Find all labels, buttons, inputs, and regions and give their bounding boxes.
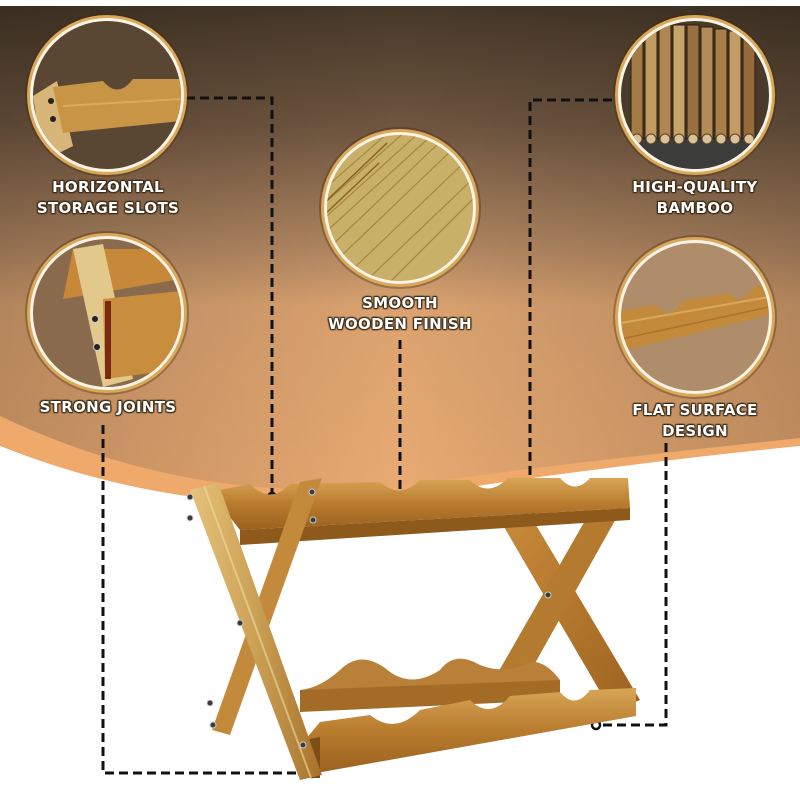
feature-label-storage-slots: HORIZONTAL STORAGE SLOTS — [20, 177, 196, 219]
feature-title-line2: BAMBOO — [656, 199, 734, 217]
feature-title-line1: HIGH-QUALITY — [632, 178, 758, 196]
wood-grain-closeup-icon — [327, 135, 473, 281]
feature-title-line1: SMOOTH — [362, 294, 438, 312]
feature-circle-bamboo — [618, 18, 772, 172]
feature-circle-storage-slots — [30, 18, 184, 172]
bamboo-poles-closeup-icon — [621, 24, 769, 169]
feature-label-finish: SMOOTH WOODEN FINISH — [310, 293, 490, 335]
feature-circle-finish — [324, 132, 476, 284]
feature-circle-joints — [30, 236, 184, 390]
feature-label-joints: STRONG JOINTS — [20, 397, 196, 418]
connector-joints — [101, 425, 305, 775]
connector-bamboo — [528, 98, 612, 510]
feature-title-line2: DESIGN — [662, 422, 728, 440]
slot-rail-closeup-icon — [33, 79, 181, 161]
feature-title-line2: WOODEN FINISH — [328, 315, 472, 333]
connector-storage-slots — [186, 96, 274, 493]
notched-rail-closeup-icon — [621, 283, 769, 351]
feature-circle-flat-surface — [618, 240, 772, 394]
feature-label-flat-surface: FLAT SURFACE DESIGN — [605, 400, 785, 442]
feature-title-line1: STRONG JOINTS — [39, 398, 177, 416]
corner-joint-closeup-icon — [63, 244, 181, 387]
background-panel — [0, 6, 800, 800]
connector-flat-surface — [598, 443, 668, 727]
feature-label-bamboo: HIGH-QUALITY BAMBOO — [605, 177, 785, 219]
feature-title-line1: HORIZONTAL — [52, 178, 164, 196]
feature-title-line1: FLAT SURFACE — [632, 401, 758, 419]
feature-title-line2: STORAGE SLOTS — [36, 199, 180, 217]
